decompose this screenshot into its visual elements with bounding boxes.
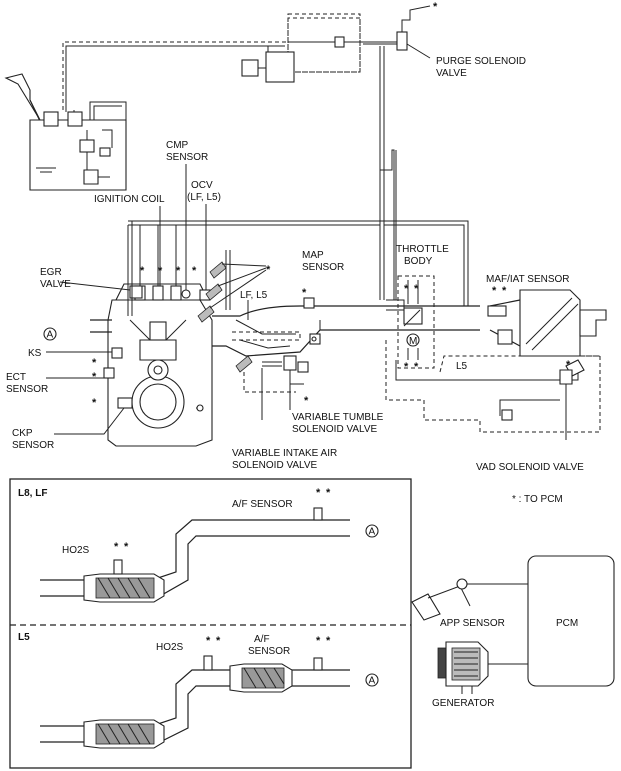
fuel-tank — [4, 73, 127, 191]
ho2s1-asterisk-1: * — [114, 541, 119, 553]
generator — [437, 641, 528, 694]
map-sensor — [303, 297, 315, 309]
exhaust-l5 — [40, 655, 350, 749]
throttle-label-1: THROTTLE — [396, 244, 449, 255]
fuel-injectors — [197, 250, 267, 323]
ect-label-1: ECT — [6, 372, 26, 383]
circle-a-l5 — [365, 673, 379, 687]
variable-tumble-label-1: VARIABLE TUMBLE — [292, 412, 384, 423]
ckp-asterisk: * — [92, 397, 97, 409]
ckp-leader — [54, 407, 125, 435]
coil-asterisk-1: * — [140, 265, 145, 277]
throttle-asterisk-2: * — [414, 283, 419, 295]
circle-a-top-label: A — [47, 330, 54, 341]
tank-vent — [89, 101, 127, 124]
generator-label: GENERATOR — [432, 698, 494, 709]
ho2s2-asterisk-2: * — [216, 635, 221, 647]
to-pcm-note: * : TO PCM — [512, 494, 563, 505]
ho2s-1-label: HO2S — [62, 545, 90, 556]
map-label-1: MAP — [302, 250, 324, 261]
coil-asterisk-4: * — [192, 265, 197, 277]
cmp-sensor — [181, 289, 191, 299]
intake-manifold — [212, 305, 380, 393]
ocv-label-1: OCV — [191, 180, 213, 191]
throttle-asterisk-4: * — [414, 361, 419, 373]
air-cleaner — [487, 289, 607, 357]
ho2s2-asterisk-1: * — [206, 635, 211, 647]
circle-a-lf-label: A — [369, 527, 376, 538]
injector-asterisk: * — [266, 264, 271, 276]
ignition-coil-label: IGNITION COIL — [94, 194, 165, 205]
map-label-2: SENSOR — [302, 262, 344, 273]
vad-asterisk: * — [566, 359, 571, 371]
throttle-label-2: BODY — [404, 256, 433, 267]
af-sensor-1-label: A/F SENSOR — [232, 499, 293, 510]
upper-hose — [380, 220, 469, 306]
variable-intake-label-1: VARIABLE INTAKE AIR — [232, 448, 337, 459]
af1-asterisk-2: * — [326, 487, 331, 499]
vad-label: VAD SOLENOID VALVE — [476, 462, 584, 473]
throttle-asterisk-1: * — [404, 283, 409, 295]
pcm-box — [527, 555, 615, 687]
exhaust-box — [9, 478, 412, 769]
ks-label: KS — [28, 348, 42, 359]
purge-hose-network — [62, 5, 431, 300]
circle-a-lf — [365, 524, 379, 538]
ho2s1-asterisk-2: * — [124, 541, 129, 553]
circle-a-top — [43, 327, 57, 341]
vad-system — [385, 340, 601, 440]
lf-l5-label: LF, L5 — [240, 290, 268, 301]
intake-pipe-left — [90, 319, 112, 333]
ks-sensor — [111, 347, 123, 359]
l5-box-label: L5 — [18, 632, 30, 643]
cmp-label-2: SENSOR — [166, 152, 208, 163]
af2-asterisk-1: * — [316, 635, 321, 647]
ect-asterisk: * — [92, 371, 97, 383]
egr-label-1: EGR — [40, 267, 62, 278]
af-sensor-2-label-2: SENSOR — [248, 646, 290, 657]
ks-asterisk: * — [92, 357, 97, 369]
ckp-sensor — [117, 397, 133, 409]
ckp-label-2: SENSOR — [12, 440, 54, 451]
variable-tumble-label-2: SOLENOID VALVE — [292, 424, 378, 435]
hose-left-vertical — [127, 221, 133, 316]
maf-iat-label: MAF/IAT SENSOR — [486, 274, 570, 285]
purge-solenoid-label-1: PURGE SOLENOID — [436, 56, 526, 67]
maf-asterisk-1: * — [492, 285, 497, 297]
app-sensor-label: APP SENSOR — [440, 618, 505, 629]
throttle-asterisk-3: * — [404, 361, 409, 373]
throttle-motor-label: M — [409, 336, 417, 347]
egr-leader — [59, 281, 131, 291]
ho2s-2-label: HO2S — [156, 642, 184, 653]
ect-label-2: SENSOR — [6, 384, 48, 395]
vt-asterisk: * — [304, 395, 309, 407]
purge-solenoid-label-2: VALVE — [436, 68, 467, 79]
map-asterisk: * — [302, 287, 307, 299]
variable-intake-label-2: SOLENOID VALVE — [232, 460, 318, 471]
exhaust-l8-lf — [40, 507, 350, 603]
egr-label-2: VALVE — [40, 279, 71, 290]
ect-sensor — [103, 367, 115, 379]
throttle-body: M — [380, 275, 480, 369]
engine-block — [107, 283, 213, 447]
coil-asterisk-3: * — [176, 265, 181, 277]
l5-top-label: L5 — [456, 361, 468, 372]
af1-asterisk-1: * — [316, 487, 321, 499]
ckp-label-1: CKP — [12, 428, 33, 439]
af2-asterisk-2: * — [326, 635, 331, 647]
app-sensor — [411, 578, 528, 621]
af-sensor-2-label-1: A/F — [254, 634, 270, 645]
cmp-label-1: CMP — [166, 140, 189, 151]
maf-asterisk-2: * — [502, 285, 507, 297]
pcm-label: PCM — [556, 618, 578, 629]
hose-right-vertical — [380, 149, 397, 300]
l8-lf-label: L8, LF — [18, 488, 47, 499]
purge-asterisk: * — [433, 1, 438, 13]
ocv-label-2: (LF, L5) — [187, 192, 221, 203]
circle-a-l5-label: A — [369, 676, 376, 687]
egr-valve — [129, 285, 143, 299]
